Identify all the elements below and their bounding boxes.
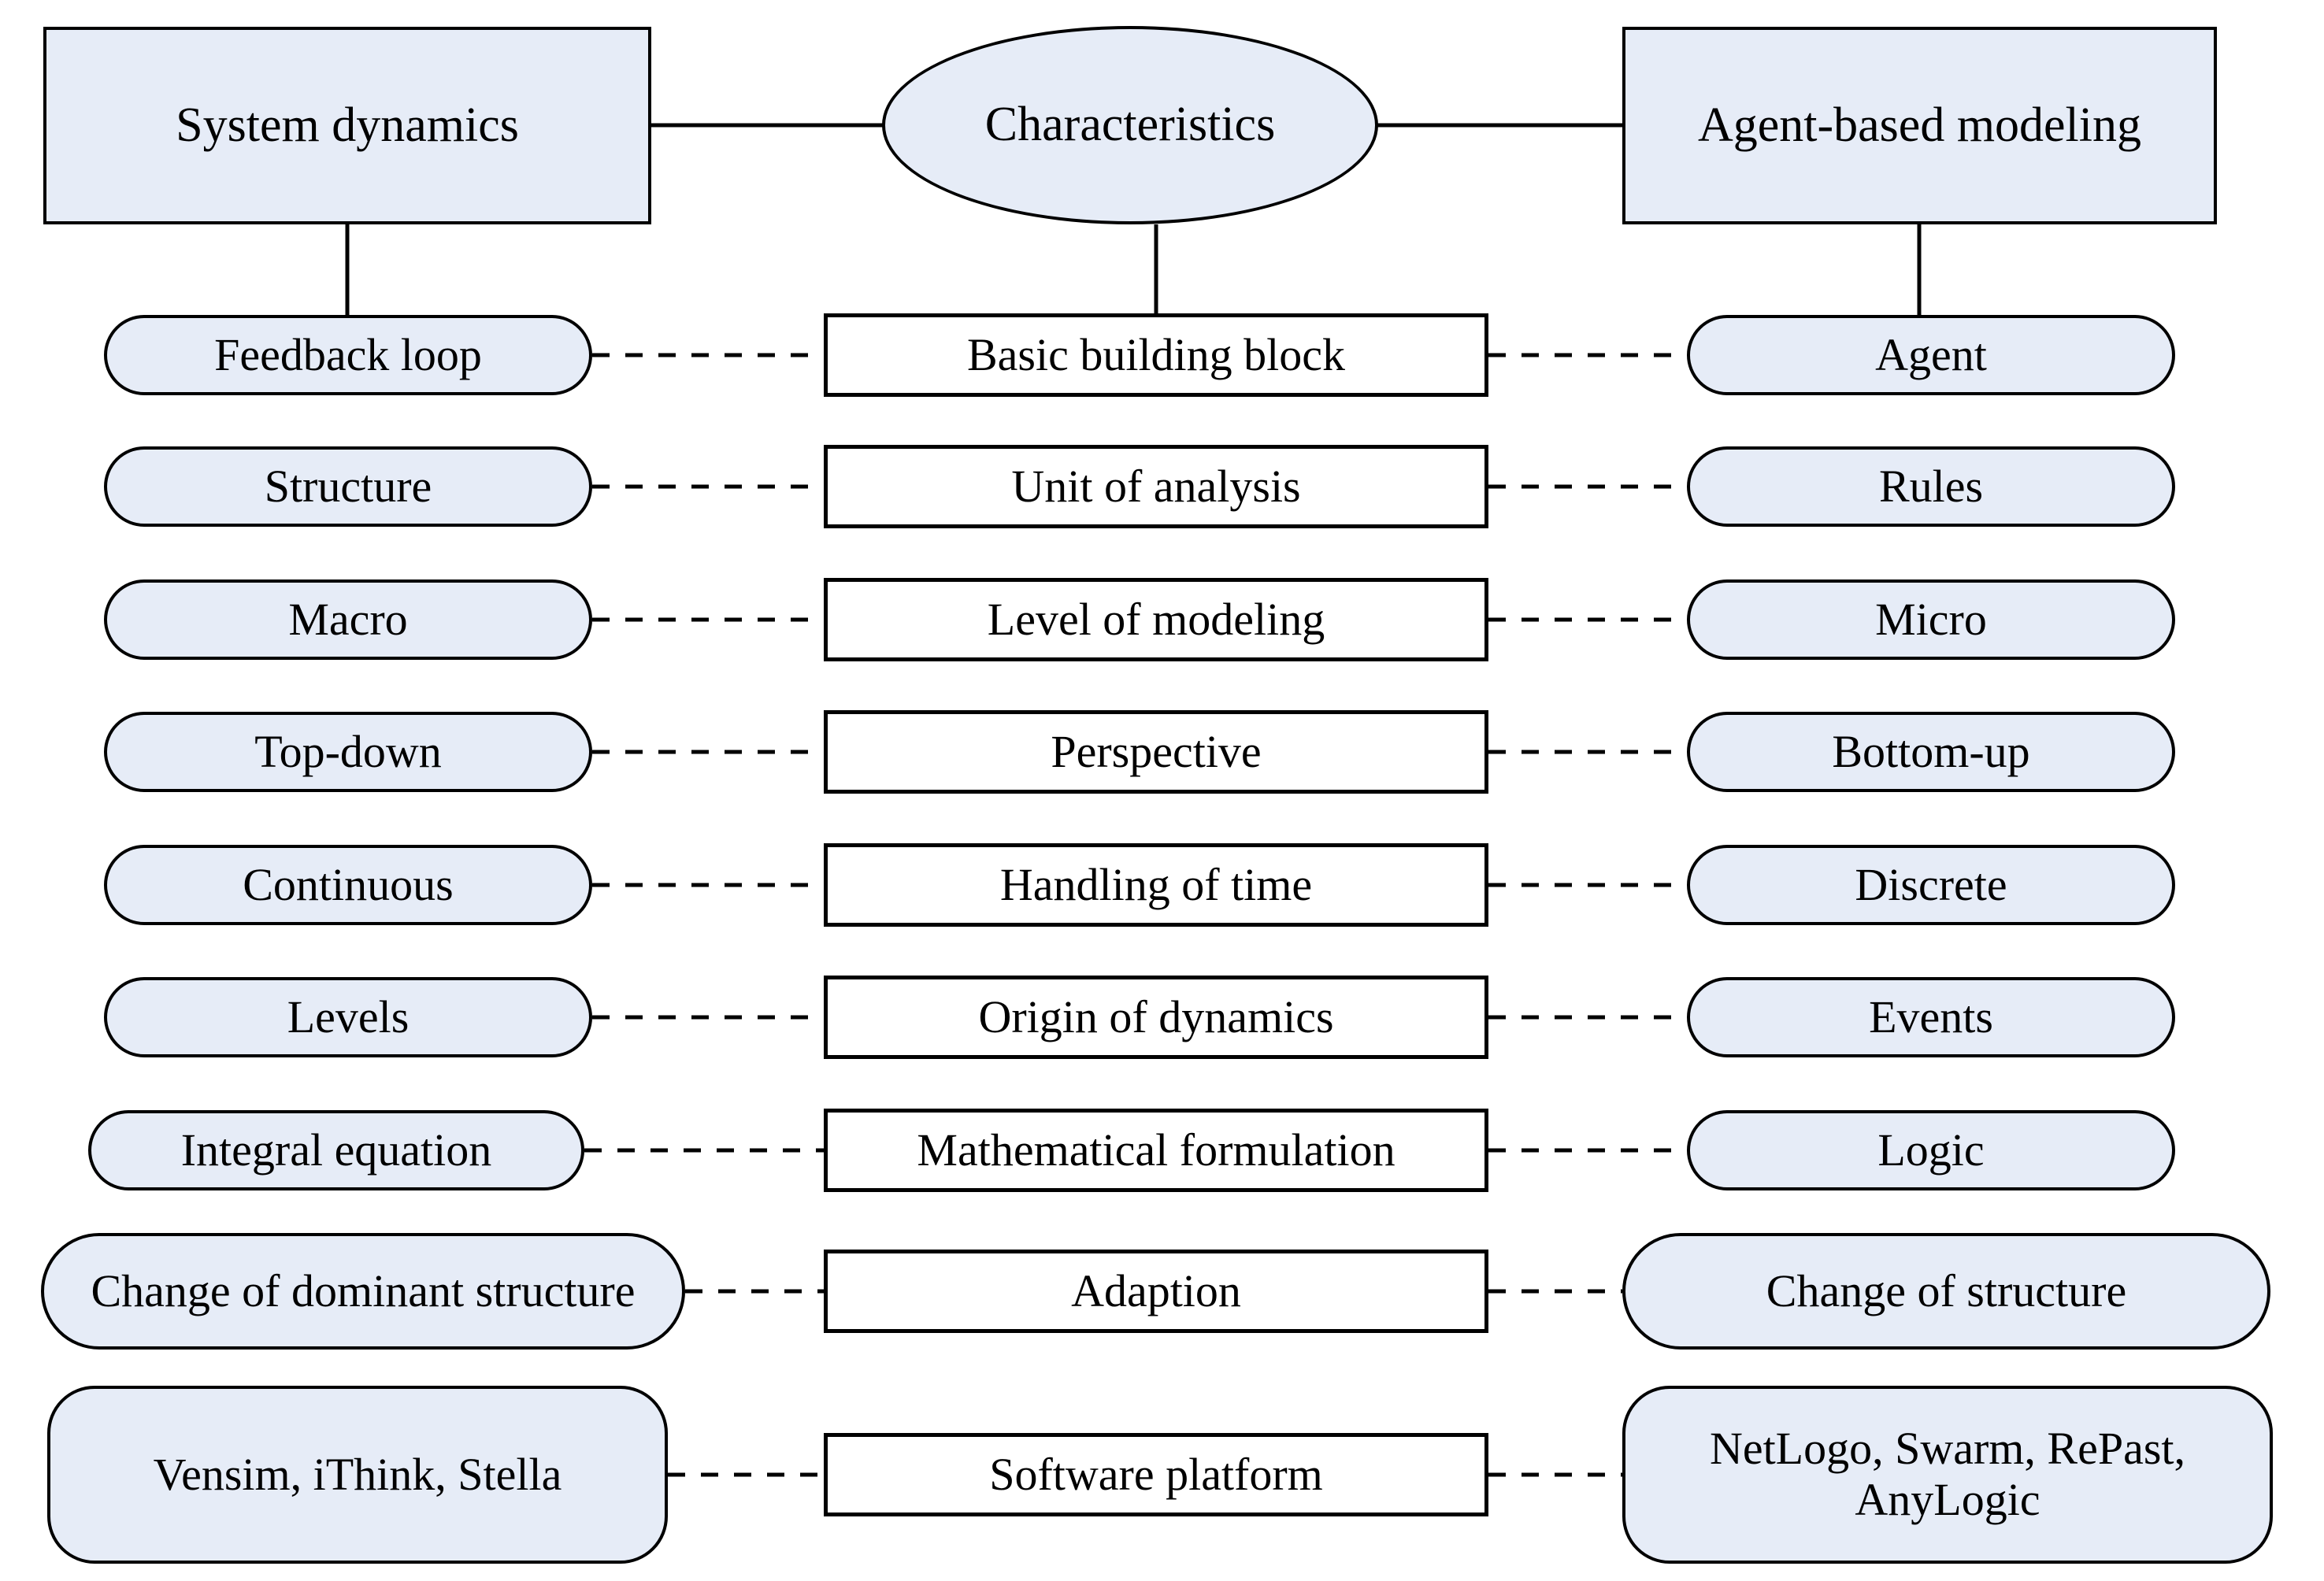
sd-node-top-down[interactable]: Top-down: [104, 712, 592, 792]
characteristic-label: Origin of dynamics: [978, 990, 1334, 1042]
header-characteristics[interactable]: Characteristics: [882, 26, 1378, 224]
sd-node-feedback-loop[interactable]: Feedback loop: [104, 315, 592, 395]
sd-node-label: Vensim, iThink, Stella: [153, 1448, 562, 1500]
characteristic-perspective[interactable]: Perspective: [824, 710, 1488, 794]
abm-node-bottom-up[interactable]: Bottom-up: [1687, 712, 2175, 792]
abm-node-label: Logic: [1877, 1124, 1985, 1176]
abm-node-label: Change of structure: [1766, 1264, 2127, 1316]
abm-node-label: Rules: [1878, 460, 1984, 512]
sd-node-change-of-dominant-structure[interactable]: Change of dominant structure: [41, 1233, 685, 1350]
abm-node-logic[interactable]: Logic: [1687, 1110, 2175, 1190]
abm-node-agent[interactable]: Agent: [1687, 315, 2175, 395]
characteristic-origin-of-dynamics[interactable]: Origin of dynamics: [824, 976, 1488, 1059]
abm-node-rules[interactable]: Rules: [1687, 446, 2175, 527]
sd-node-label: Integral equation: [180, 1124, 492, 1176]
sd-node-continuous[interactable]: Continuous: [104, 845, 592, 925]
characteristic-unit-of-analysis[interactable]: Unit of analysis: [824, 445, 1488, 528]
sd-node-label: Macro: [288, 593, 408, 645]
abm-node-micro[interactable]: Micro: [1687, 579, 2175, 660]
sd-node-label: Change of dominant structure: [91, 1264, 636, 1316]
characteristic-label: Software platform: [989, 1448, 1323, 1500]
sd-node-macro[interactable]: Macro: [104, 579, 592, 660]
characteristic-label: Handling of time: [999, 858, 1313, 910]
header-agent-based-modeling[interactable]: Agent-based modeling: [1622, 27, 2217, 224]
abm-node-label: NetLogo, Swarm, RePast, AnyLogic: [1709, 1423, 2186, 1525]
sd-node-integral-equation[interactable]: Integral equation: [88, 1110, 584, 1190]
abm-node-label: Discrete: [1855, 858, 2007, 910]
characteristic-label: Basic building block: [966, 328, 1346, 380]
abm-node-label: Micro: [1875, 593, 1987, 645]
characteristic-software-platform[interactable]: Software platform: [824, 1433, 1488, 1516]
abm-node-change-of-structure[interactable]: Change of structure: [1622, 1233, 2270, 1350]
abm-node-discrete[interactable]: Discrete: [1687, 845, 2175, 925]
sd-node-label: Continuous: [243, 858, 454, 910]
header-characteristics-label: Characteristics: [984, 98, 1276, 152]
characteristic-label: Adaption: [1071, 1264, 1241, 1316]
abm-node-events[interactable]: Events: [1687, 977, 2175, 1057]
abm-node-label: Bottom-up: [1832, 725, 2030, 777]
sd-node-label: Levels: [287, 990, 410, 1042]
characteristic-basic-building-block[interactable]: Basic building block: [824, 313, 1488, 397]
sd-node-structure[interactable]: Structure: [104, 446, 592, 527]
header-system-dynamics[interactable]: System dynamics: [43, 27, 651, 224]
characteristic-mathematical-formulation[interactable]: Mathematical formulation: [824, 1109, 1488, 1192]
header-agent-based-modeling-label: Agent-based modeling: [1697, 98, 2142, 152]
abm-node-label: Agent: [1875, 328, 1987, 380]
header-system-dynamics-label: System dynamics: [176, 98, 519, 152]
characteristic-label: Mathematical formulation: [917, 1124, 1396, 1176]
characteristic-label: Unit of analysis: [1011, 460, 1301, 512]
sd-node-label: Feedback loop: [214, 328, 482, 380]
characteristic-label: Level of modeling: [987, 593, 1325, 645]
sd-node-label: Structure: [264, 460, 432, 512]
sd-node-software[interactable]: Vensim, iThink, Stella: [47, 1386, 668, 1564]
characteristic-adaption[interactable]: Adaption: [824, 1250, 1488, 1333]
characteristic-label: Perspective: [1051, 725, 1262, 777]
characteristic-handling-of-time[interactable]: Handling of time: [824, 843, 1488, 927]
abm-node-software[interactable]: NetLogo, Swarm, RePast, AnyLogic: [1622, 1386, 2273, 1564]
abm-node-label: Events: [1869, 990, 1993, 1042]
sd-node-label: Top-down: [254, 725, 442, 777]
characteristic-level-of-modeling[interactable]: Level of modeling: [824, 578, 1488, 661]
sd-node-levels[interactable]: Levels: [104, 977, 592, 1057]
